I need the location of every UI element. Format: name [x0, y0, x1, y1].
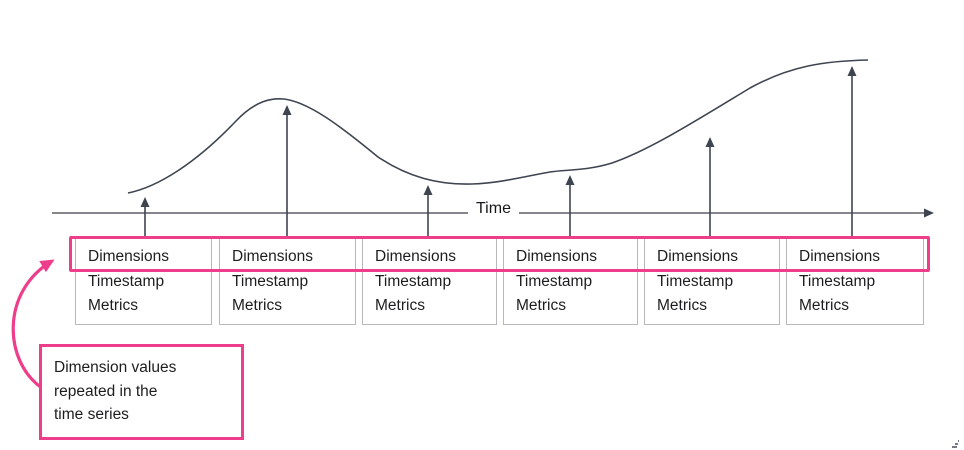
record-dimensions-label: Dimensions — [516, 248, 597, 265]
corner-artifact — [952, 440, 959, 448]
record-box-1: Dimensions Timestamp Metrics — [75, 237, 212, 325]
callout-text-line: time series — [54, 406, 129, 423]
record-timestamp-label: Timestamp — [657, 272, 734, 290]
record-box-4: Dimensions Timestamp Metrics — [503, 237, 638, 325]
record-timestamp-label: Timestamp — [375, 272, 452, 290]
record-dimensions-label: Dimensions — [232, 248, 313, 265]
record-box-5: Dimensions Timestamp Metrics — [644, 237, 780, 325]
record-metrics-label: Metrics — [375, 297, 425, 314]
record-timestamp-label: Timestamp — [799, 272, 876, 290]
record-box-3: Dimensions Timestamp Metrics — [362, 237, 497, 325]
callout-text-line: Dimension values — [54, 359, 177, 376]
record-dimensions-label: Dimensions — [799, 248, 880, 265]
callout-box: Dimension values repeated in the time se… — [39, 344, 244, 440]
record-metrics-label: Metrics — [232, 297, 282, 314]
record-metrics-label: Metrics — [799, 297, 849, 314]
time-axis-label: Time — [468, 200, 519, 218]
record-dimensions-label: Dimensions — [657, 248, 738, 265]
record-timestamp-label: Timestamp — [516, 272, 593, 290]
record-dimensions-label: Dimensions — [375, 248, 456, 265]
record-dimensions-label: Dimensions — [88, 248, 169, 265]
record-box-2: Dimensions Timestamp Metrics — [219, 237, 356, 325]
record-box-6: Dimensions Timestamp Metrics — [786, 237, 924, 325]
time-series-curve — [127, 59, 869, 194]
record-metrics-label: Metrics — [516, 297, 566, 314]
callout-arrow — [11, 259, 55, 390]
record-timestamp-label: Timestamp — [88, 272, 165, 290]
record-metrics-label: Metrics — [88, 297, 138, 314]
record-timestamp-label: Timestamp — [232, 272, 309, 290]
record-metrics-label: Metrics — [657, 297, 707, 314]
callout-text-line: repeated in the — [54, 382, 158, 400]
